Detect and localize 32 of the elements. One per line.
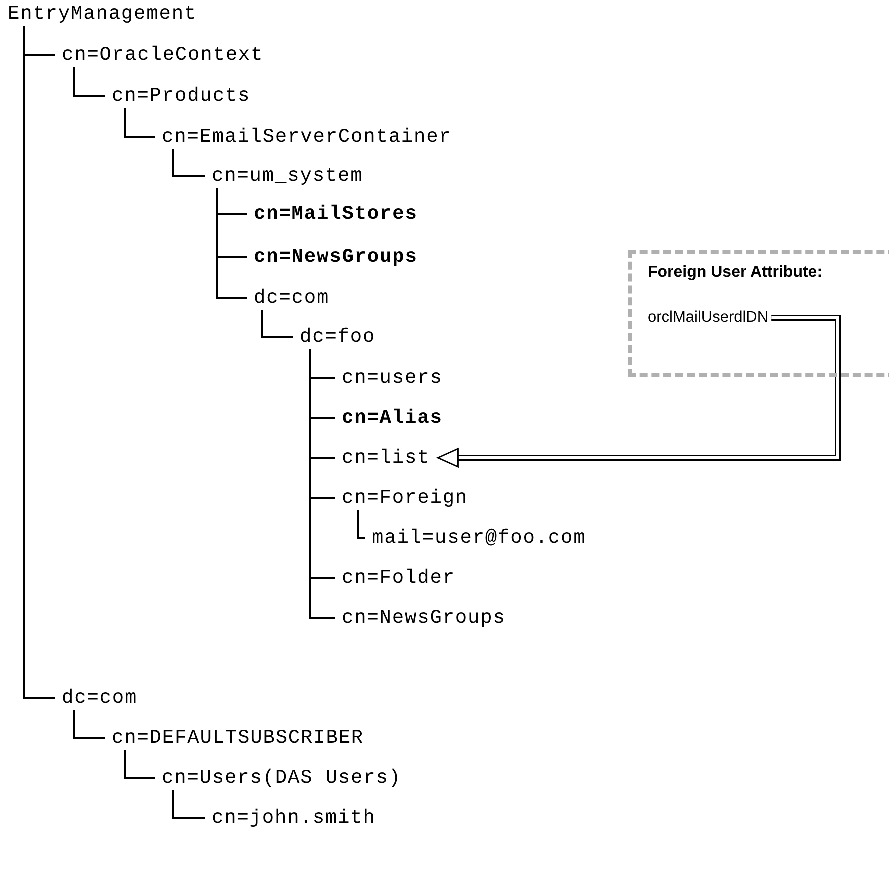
directory-entry: cn=NewsGroups [342, 608, 506, 628]
directory-entry: cn=john.smith [212, 808, 376, 828]
directory-entry: dc=com [62, 688, 138, 708]
directory-entry: cn=EmailServerContainer [162, 127, 452, 147]
directory-entry: cn=DEFAULTSUBSCRIBER [112, 728, 364, 748]
tree-connector [73, 67, 105, 97]
tree-connector [73, 710, 105, 739]
tree-connector [23, 26, 55, 699]
directory-entry: cn=Users(DAS Users) [162, 768, 402, 788]
double-line-arrow [436, 315, 841, 468]
tree-connector [357, 510, 365, 539]
directory-entry: mail=user@foo.com [372, 528, 586, 548]
tree-connector [172, 149, 205, 177]
directory-entry: cn=Folder [342, 568, 456, 588]
tree-connector [124, 750, 155, 779]
directory-entry: dc=foo [300, 327, 376, 347]
directory-entry: cn=list [342, 448, 430, 468]
dashed-panel [628, 250, 889, 377]
tree-connector [172, 790, 205, 819]
panel-heading: Foreign User Attribute: [648, 264, 823, 282]
directory-entry: cn=OracleContext [62, 45, 264, 65]
directory-entry: cn=Products [112, 86, 251, 106]
directory-entry: dc=com [254, 288, 330, 308]
directory-entry: cn=users [342, 368, 443, 388]
directory-entry: cn=NewsGroups [254, 247, 418, 267]
directory-entry: cn=Foreign [342, 488, 468, 508]
tree-connector [261, 310, 293, 338]
directory-entry: EntryManagement [8, 4, 198, 24]
directory-entry: cn=MailStores [254, 204, 418, 224]
tree-connector [124, 108, 155, 138]
directory-entry: cn=Alias [342, 408, 443, 428]
directory-entry: cn=um_system [212, 166, 364, 186]
